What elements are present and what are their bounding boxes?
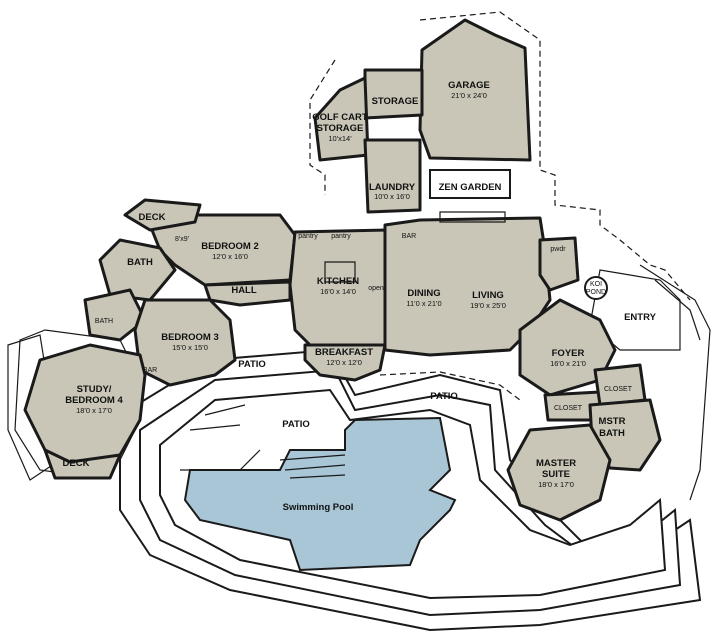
kitchen-dim: 16'0 x 14'0 [320,287,356,296]
foyer-room [518,298,617,397]
hall-room [203,280,292,307]
laundry-label: LAUNDRY [369,182,416,193]
bath-label: BATH [127,257,153,268]
study-dim: 18'0 x 17'0 [76,406,112,415]
golf-cart-dim: 10'x14' [328,134,352,143]
kitchen-label: KITCHEN [317,276,359,287]
bedroom-3-dim: 15'0 x 15'0 [172,343,208,352]
study-label: STUDY/ [77,384,112,395]
zen-garden-label: ZEN GARDEN [439,182,502,193]
living-dim: 19'0 x 25'0 [470,301,506,310]
deck-bottom [43,448,122,480]
deck-bottom-label: DECK [63,458,90,469]
patio-1-label: PATIO [238,359,266,370]
golf-cart-label-2: STORAGE [317,123,364,134]
laundry-dim: 10'0 x 16'0 [374,192,410,201]
pond-label: POND [586,289,606,296]
dining-label: DINING [407,288,440,299]
entry-label: ENTRY [624,312,657,323]
storage-label: STORAGE [372,96,419,107]
closet-2-label: CLOSET [604,386,633,393]
pool-label: Swimming Pool [283,502,354,513]
garage-room [418,18,532,162]
master-label: MASTER [536,458,576,469]
breakfast-label: BREAKFAST [315,347,373,358]
laundry-room [363,138,422,214]
golf-cart-storage-room [313,76,370,162]
closet-2-room [593,363,647,407]
bath-2-label: BATH [95,318,113,325]
mstr-label: MSTR [599,416,626,427]
koi-pond [584,276,608,300]
koi-label: KOI [590,281,602,288]
bedroom-2-note: 8'x9' [175,236,189,243]
deck-top [123,198,202,232]
bedroom-3-label: BEDROOM 3 [161,332,219,343]
bedroom-4-label: BEDROOM 4 [65,395,123,406]
hall-label: HALL [231,285,257,296]
dining-dim: 11'0 x 21'0 [406,299,441,308]
golf-cart-label: GOLF CART [312,112,368,123]
patio-3-label: PATIO [430,391,458,402]
foyer-dim: 16'0 x 21'0 [550,359,586,368]
patio-2-label: PATIO [282,419,310,430]
pantry-1-label: pantry [298,233,318,240]
pantry-2-label: pantry [331,233,351,240]
storage-room [363,68,424,120]
foyer-label: FOYER [552,348,585,359]
bedroom-3-room [133,298,237,387]
breakfast-dim: 12'0 x 12'0 [326,358,362,367]
garage-dim: 21'0 x 24'0 [451,91,487,100]
closet-1-label: CLOSET [554,405,583,412]
bar-label: BAR [402,233,416,240]
suite-label: SUITE [542,469,570,480]
bar-2-label: BAR [143,367,157,374]
open-label: open [368,285,384,292]
study-bedroom-4-room [23,343,147,467]
bedroom-2-dim: 12'0 x 16'0 [212,252,248,261]
pwdr-label: pwdr [550,246,566,253]
deck-top-label: DECK [139,212,166,223]
zen-garden-area [429,169,511,199]
swimming-pool [183,416,457,572]
master-suite-dim: 18'0 x 17'0 [538,480,574,489]
garage-site-outline [309,11,691,301]
bath-2-room [83,288,147,342]
master-suite-room [506,423,612,522]
pwdr-room [538,236,580,292]
bedroom-2-label: BEDROOM 2 [201,241,259,252]
garage-label: GARAGE [448,80,490,91]
mstr-bath-label: BATH [599,428,625,439]
living-label: LIVING [472,290,504,301]
